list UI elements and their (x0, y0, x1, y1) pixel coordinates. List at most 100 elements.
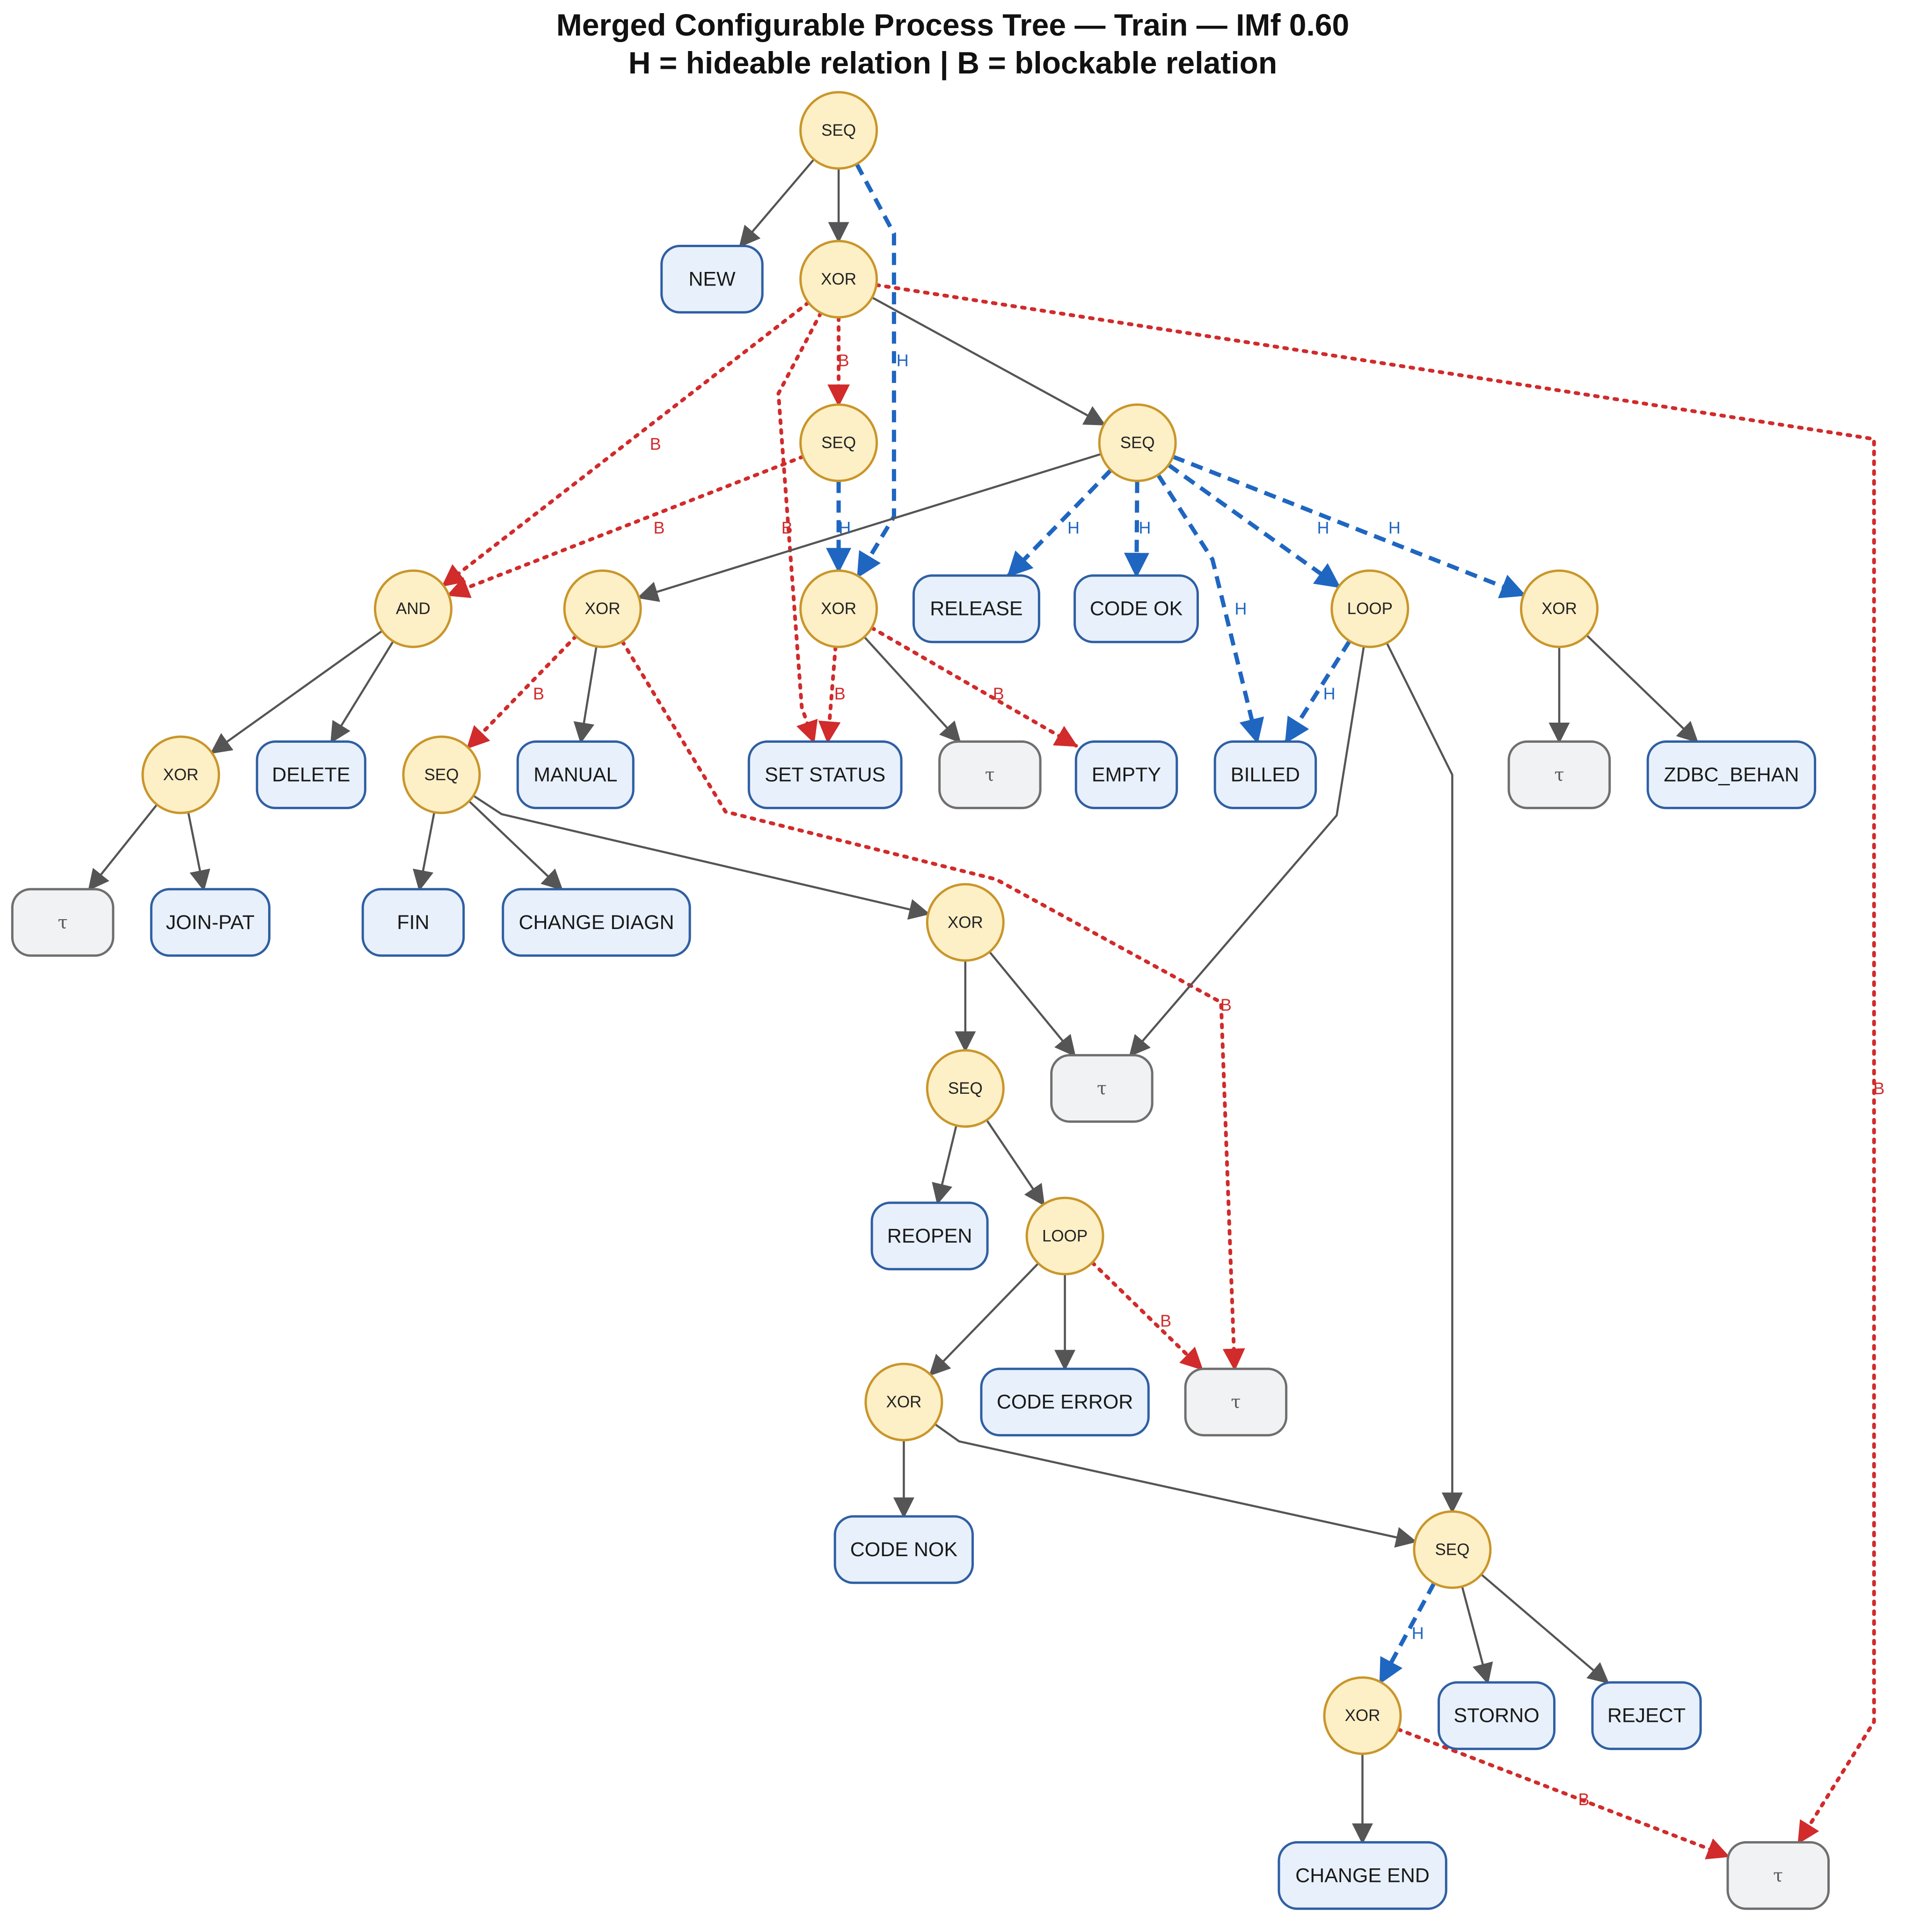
operator-circle (926, 883, 1005, 962)
edge-label-hideable: H (1323, 684, 1336, 703)
operator-circle (864, 1362, 943, 1442)
edge-label-blockable: B (781, 518, 793, 537)
blockable-edge-n7-n15 (466, 634, 578, 749)
normal-edge-n36-n38 (1461, 1586, 1493, 1685)
edge-label-hideable: H (1388, 518, 1401, 537)
activity-node-n22: ZDBC_BEHAN (1646, 740, 1817, 809)
activity-box (980, 1368, 1150, 1437)
operator-node-n8: XOR (799, 569, 878, 648)
edge-label-blockable: B (1578, 1790, 1589, 1809)
hideable-edge-n5-n20 (1156, 474, 1264, 744)
normal-edge-n5-n7 (637, 453, 1102, 602)
edge-label-hideable: H (839, 518, 851, 537)
activity-node-n39: REJECT (1591, 1681, 1702, 1750)
operator-label: SEQ (821, 434, 856, 452)
activity-box (660, 245, 764, 314)
normal-edge-n32-n36 (934, 1423, 1417, 1548)
activity-node-n19: EMPTY (1074, 740, 1178, 809)
activity-label: DELETE (272, 764, 350, 786)
blockable-edge-n3-n41 (874, 283, 1876, 1844)
operator-node-n3: XOR (799, 240, 878, 319)
edge-label-hideable: H (1139, 518, 1151, 537)
normal-edge-n28-n31 (986, 1119, 1045, 1207)
operator-node-n1: SEQ (799, 91, 878, 170)
activity-node-n35: CODE NOK (833, 1515, 974, 1584)
activity-label: RELEASE (930, 598, 1022, 620)
normal-edge-n3-n5 (871, 296, 1106, 426)
hideable-edge-n36-n37 (1379, 1582, 1436, 1684)
operator-circle (1330, 569, 1409, 648)
activity-label: EMPTY (1092, 764, 1161, 786)
normal-edge-n1-n2 (738, 159, 815, 248)
blockable-edge-n37-n41 (1396, 1727, 1730, 1859)
normal-edge-n6-n14 (330, 640, 394, 744)
operator-node-n32: XOR (864, 1362, 943, 1442)
operator-node-n37: XOR (1323, 1676, 1402, 1755)
normal-edge-n13-n23 (88, 804, 158, 891)
operator-node-n6: AND (373, 569, 453, 648)
activity-box (502, 888, 691, 957)
activity-box (833, 1515, 974, 1584)
activity-node-n17: SET STATUS (747, 740, 903, 809)
activity-box (1074, 740, 1178, 809)
edge-label-hideable: H (1234, 599, 1247, 618)
activity-label: JOIN-PAT (166, 911, 255, 934)
tau-label: τ (1773, 1865, 1783, 1886)
operator-label: XOR (948, 913, 983, 931)
activity-box (361, 888, 465, 957)
operator-node-n27: XOR (926, 883, 1005, 962)
operator-circle (1098, 403, 1177, 482)
operator-label: XOR (821, 600, 856, 618)
activity-box (747, 740, 903, 809)
operator-node-n11: LOOP (1330, 569, 1409, 648)
operator-node-n5: SEQ (1098, 403, 1177, 482)
operator-label: LOOP (1347, 600, 1393, 618)
activity-box (1213, 740, 1317, 809)
activity-box (870, 1201, 989, 1271)
tau-label: τ (985, 765, 995, 785)
normal-edge-n11-n29 (1129, 646, 1365, 1057)
normal-edge-n13-n24 (187, 812, 211, 892)
normal-edge-n11-n36 (1386, 642, 1463, 1514)
activity-node-n25: FIN (361, 888, 465, 957)
hideable-edge-n5-n11 (1167, 463, 1341, 589)
tau-node-n21: τ (1507, 740, 1611, 809)
operator-node-n15: SEQ (402, 735, 481, 814)
operator-node-n36: SEQ (1413, 1510, 1492, 1589)
activity-node-n10: CODE OK (1073, 574, 1199, 644)
operator-node-n7: XOR (563, 569, 642, 648)
silent-step-box (1184, 1368, 1288, 1437)
edge-label-hideable: H (1067, 518, 1080, 537)
operator-label: XOR (163, 766, 198, 784)
silent-step-box (11, 888, 115, 957)
hideable-edge-n5-n10 (1124, 481, 1149, 578)
operator-node-n4: SEQ (799, 403, 878, 482)
activity-node-n9: RELEASE (912, 574, 1040, 644)
tau-label: τ (1554, 765, 1564, 785)
operator-circle (1323, 1676, 1402, 1755)
operator-label: SEQ (948, 1079, 983, 1098)
operator-circle (563, 569, 642, 648)
tau-node-n34: τ (1184, 1368, 1288, 1437)
blockable-edge-n3-n6 (441, 300, 811, 587)
operator-label: SEQ (1435, 1541, 1469, 1559)
normal-edge-n15-n25 (413, 812, 436, 892)
operator-label: XOR (821, 270, 856, 288)
activity-label: CODE NOK (850, 1538, 958, 1561)
normal-edge-n12-n22 (1586, 634, 1699, 743)
operator-circle (373, 569, 453, 648)
activity-box (1646, 740, 1817, 809)
activity-node-n2: NEW (660, 245, 764, 314)
silent-step-box (1050, 1054, 1154, 1123)
operator-node-n12: XOR (1520, 569, 1599, 648)
activity-node-n14: DELETE (256, 740, 366, 809)
diagram-subtitle-legend: H = hideable relation | B = blockable re… (628, 45, 1278, 81)
activity-node-n26: CHANGE DIAGN (502, 888, 691, 957)
activity-label: SET STATUS (765, 764, 885, 786)
operator-circle (402, 735, 481, 814)
blockable-edge-n4-n6 (446, 454, 805, 598)
hideable-edge-n5-n12 (1172, 454, 1526, 599)
operator-label: XOR (886, 1393, 921, 1411)
